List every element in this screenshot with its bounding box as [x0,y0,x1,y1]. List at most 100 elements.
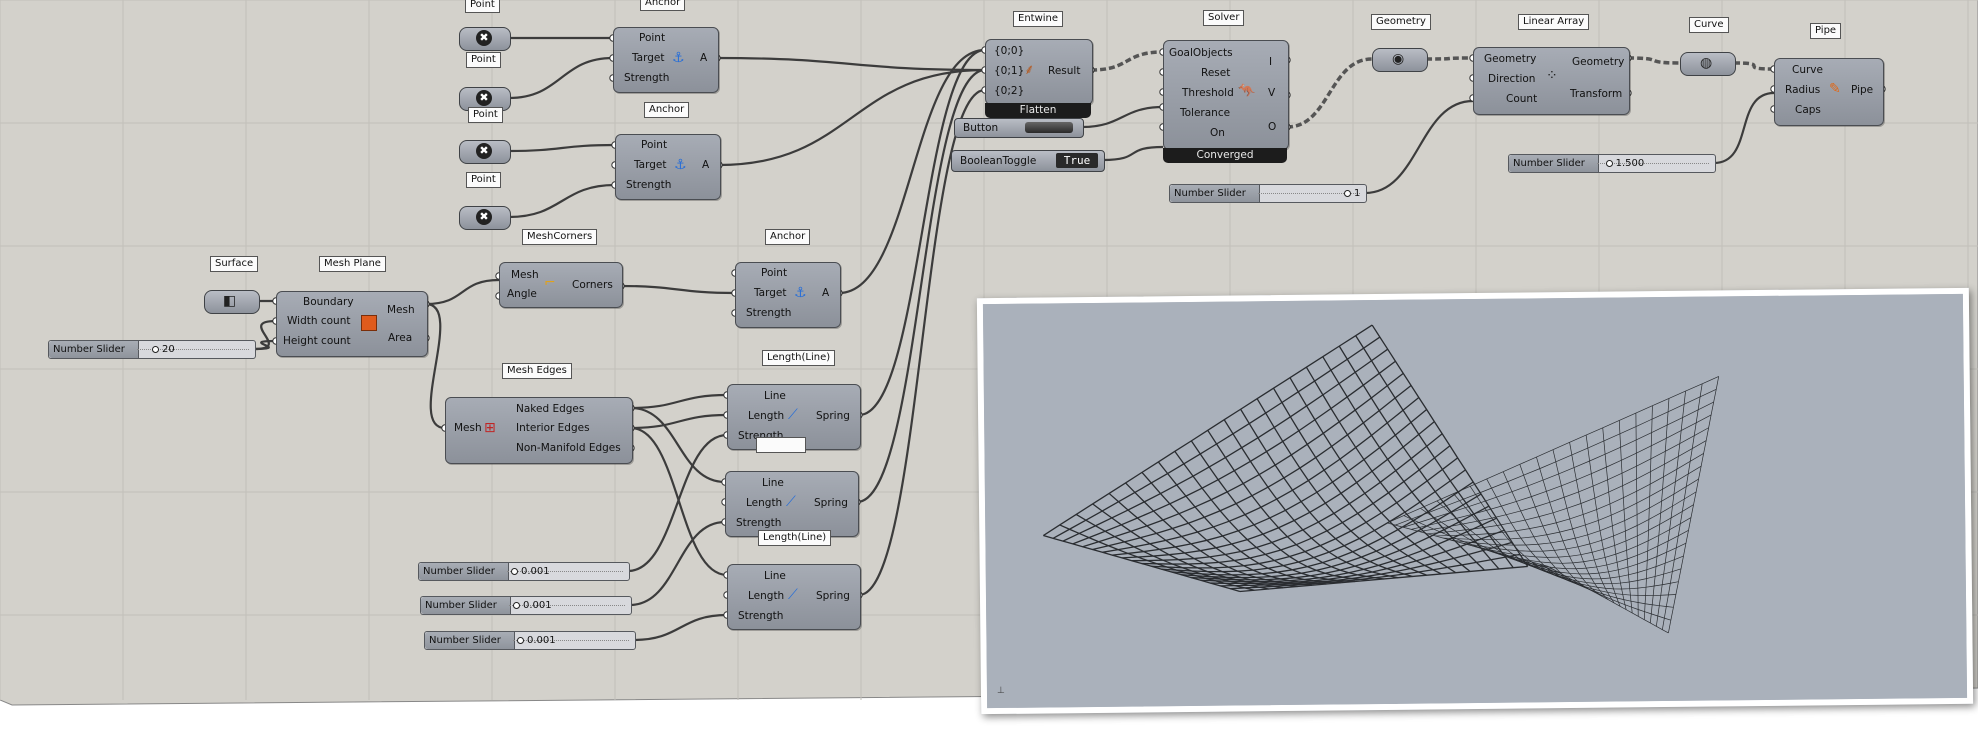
slider-track[interactable] [509,605,625,607]
output-label: Spring [816,590,850,602]
input-label: Strength [626,179,672,191]
slider-track[interactable] [137,349,249,351]
input-label: Mesh [454,422,482,434]
slider-handle[interactable] [513,602,520,609]
point-param[interactable]: ✖ [459,206,511,230]
input-label: Length [748,590,785,602]
entwine-title: Entwine [1013,11,1064,27]
number-slider-pipe-radius[interactable]: Number Slider 1.500 [1508,154,1716,173]
surface-param[interactable]: ◧ [204,290,260,314]
slider-value: 0.001 [527,635,556,646]
mesh-line [1668,376,1720,634]
anchor-component[interactable]: Point Target Strength ⚓ A [613,27,719,93]
slider-label: Number Slider [425,632,515,649]
geometry-param-title: Geometry [1371,14,1431,30]
mesh-line [1240,408,1413,578]
slider-handle[interactable] [152,346,160,353]
button-face[interactable] [1025,122,1073,133]
mesh-plane-component[interactable]: Boundary Width count Height count Mesh A… [276,291,428,357]
number-slider-strength[interactable]: Number Slider 0.001 [424,631,636,650]
mesh-line [1475,517,1692,564]
input-label: Boundary [303,296,354,308]
converged-flag: Converged [1163,148,1287,163]
input-label: Caps [1795,104,1821,116]
slider-track[interactable] [1258,193,1360,195]
input-label: Strength [736,517,782,529]
length-component[interactable]: Line Length Strength ⟋ Spring [725,471,859,537]
anchor-component[interactable]: Point Target Strength ⚓ A [615,134,721,200]
anchor-title: Anchor [765,229,811,245]
solver-component[interactable]: GoalObjects Reset Threshold Tolerance On… [1163,40,1289,150]
input-label: Threshold [1182,87,1234,99]
mesh-line [1618,420,1633,613]
mesh-edges-icon: ⊞ [484,420,496,436]
toggle-value[interactable]: True [1056,153,1098,168]
mesh-edges-title: Mesh Edges [502,363,572,379]
length-component[interactable]: Line Length Strength ⟋ Spring [727,564,861,630]
mesh-edges-component[interactable]: Mesh ⊞ Naked Edges Interior Edges Non-Ma… [445,397,633,464]
slider-value: 1.500 [1615,158,1645,169]
slider-track[interactable] [507,571,623,573]
kangaroo-icon: 🦘 [1238,83,1256,99]
button-component[interactable]: Button [954,118,1084,138]
geometry-param[interactable]: ◉ [1372,48,1428,72]
input-label: Mesh [511,269,539,281]
mesh-line [1655,391,1686,627]
input-label: Angle [507,288,537,300]
input-label: {0;0} [994,45,1025,57]
mesh-line [1515,557,1679,590]
mesh-line [1371,324,1529,567]
mesh-line [1223,419,1399,579]
slider-track[interactable] [1597,163,1709,165]
slider-label: Number Slider [419,563,509,580]
slider-handle[interactable] [1605,160,1613,167]
mesh-line [1635,413,1639,617]
anchor-component[interactable]: Point Target Strength ⚓ A [735,262,841,328]
slider-handle[interactable] [1344,190,1351,197]
point-param[interactable]: ✖ [459,140,511,164]
mesh-line [1338,345,1500,570]
mesh-line [1239,565,1528,593]
slider-label: Number Slider [49,341,139,358]
point-param[interactable]: ✖ [459,27,511,51]
curve-param[interactable]: ◍ [1680,52,1736,76]
mesh-line [1289,377,1457,574]
mesh-line [1180,493,1482,579]
input-label: Target [634,159,667,171]
rhino-viewport-preview: ⊥ [976,287,1974,715]
number-slider-strength[interactable]: Number Slider 0.001 [418,562,630,581]
mesh-corners-component[interactable]: Mesh Angle ⌐ Corners [499,262,623,308]
number-slider-mesh-count[interactable]: Number Slider 20 [48,340,256,359]
output-label: A [822,287,830,299]
mesh-line [1547,565,1669,634]
pipe-component[interactable]: Curve Radius Caps ✎ Pipe [1774,58,1884,126]
spring-icon: ⟋ [786,494,796,510]
curve-icon: ◍ [1700,55,1713,71]
linear-array-component[interactable]: Geometry Direction Count ⁘ Geometry Tran… [1473,47,1630,115]
mesh-line [1230,553,1521,590]
mesh-line [1190,505,1490,581]
input-label: Line [764,570,786,582]
mesh-line [1161,469,1466,573]
pipe-icon: ✎ [1829,81,1841,97]
slider-handle[interactable] [511,568,518,575]
mesh-line [1272,387,1442,575]
mesh-line [1569,442,1615,604]
output-label: Geometry [1572,56,1625,68]
surface-title: Surface [210,256,259,272]
number-slider-strength[interactable]: Number Slider 0.001 [420,596,632,615]
input-label: {0;1} [994,65,1025,77]
boolean-toggle[interactable]: BooleanToggle True [951,150,1105,172]
slider-track[interactable] [513,640,629,642]
input-label: Point [641,139,668,151]
input-label: Direction [1488,73,1536,85]
entwine-component[interactable]: {0;0} {0;1} {0;2} ⸙ Result [985,39,1093,105]
input-label: Count [1506,93,1538,105]
input-label: Point [639,32,666,44]
output-label: Spring [816,410,850,422]
number-slider-array-count[interactable]: Number Slider 1 [1169,184,1367,203]
mesh-line [1643,405,1653,620]
slider-handle[interactable] [517,637,524,644]
input-label: Length [748,410,785,422]
